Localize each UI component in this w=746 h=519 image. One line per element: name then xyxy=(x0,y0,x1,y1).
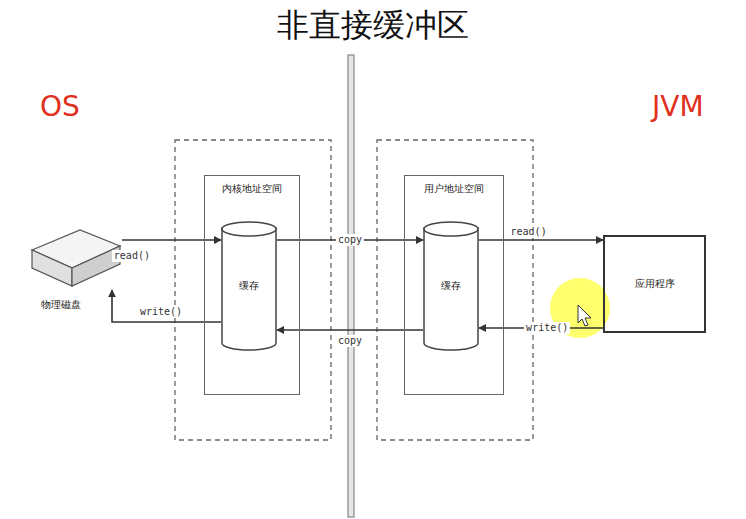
address-space-box: 用户地址空间缓存 xyxy=(404,175,504,395)
cache-cylinder: 缓存 xyxy=(221,221,277,351)
node-text: 内核地址空间 xyxy=(205,182,299,196)
node-text: 应用程序 xyxy=(635,277,675,291)
node-text: 物理磁盘 xyxy=(20,298,102,312)
cylinder-body xyxy=(222,228,276,350)
cylinder-top xyxy=(222,222,276,236)
edge-label: copy xyxy=(336,335,364,347)
node-text: 缓存 xyxy=(441,279,461,293)
divider-line xyxy=(348,55,354,517)
mouse-cursor xyxy=(578,305,591,326)
edge-label: write() xyxy=(524,322,570,334)
arrow-connector xyxy=(122,239,221,241)
side-label: JVM xyxy=(652,90,704,123)
node-text: 缓存 xyxy=(239,279,259,293)
cache-cylinder: 缓存 xyxy=(423,221,479,351)
arrow-connector xyxy=(277,329,423,331)
disk-icon: 物理磁盘 xyxy=(30,228,122,290)
edge-label: read() xyxy=(112,250,152,262)
side-label: OS xyxy=(40,90,80,123)
edge-label: copy xyxy=(336,234,364,246)
cylinder-body xyxy=(424,228,478,350)
disk-drawing xyxy=(30,228,122,290)
disk-front xyxy=(32,250,72,286)
node-text: 用户地址空间 xyxy=(405,182,503,196)
application-box: 应用程序 xyxy=(603,235,706,333)
edge-label: read() xyxy=(509,226,549,238)
address-space-box: 内核地址空间缓存 xyxy=(204,175,300,395)
dashed-region xyxy=(175,140,331,440)
cylinder-top xyxy=(424,222,478,236)
edge-label: write() xyxy=(138,306,184,318)
arrow-connector xyxy=(479,239,603,241)
diagram-title: 非直接缓冲区 xyxy=(0,4,746,48)
dashed-region xyxy=(377,140,533,440)
